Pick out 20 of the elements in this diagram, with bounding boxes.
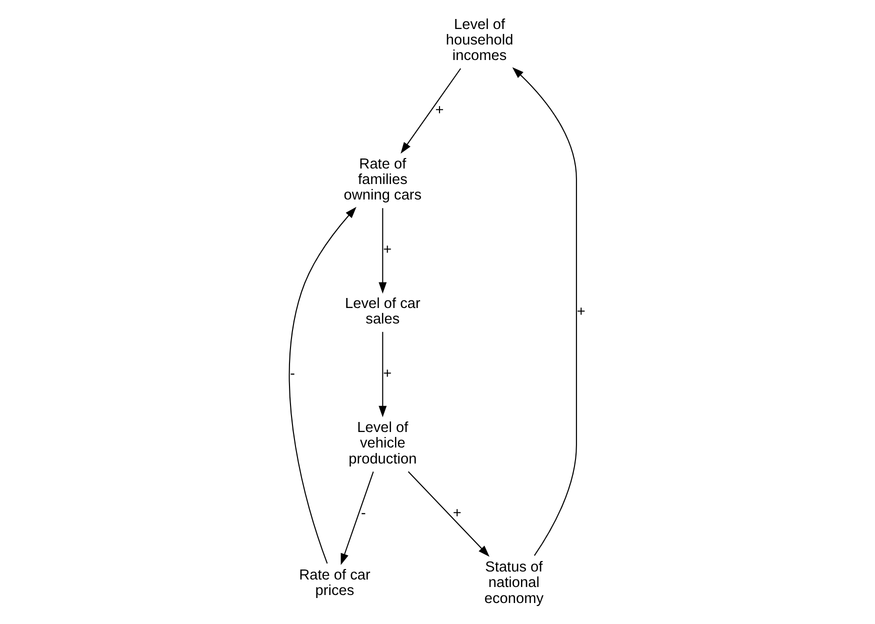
edge-label: + bbox=[435, 102, 444, 118]
node-text: Rate of car prices bbox=[299, 567, 370, 600]
arrow bbox=[400, 68, 462, 154]
arrow bbox=[512, 67, 577, 556]
edge-label: + bbox=[576, 304, 586, 320]
edge-label: - bbox=[360, 505, 366, 522]
arrow bbox=[340, 472, 374, 566]
arrow bbox=[408, 471, 490, 557]
edge-label: + bbox=[383, 366, 392, 382]
node-text: Level of household incomes bbox=[446, 16, 514, 64]
arrow bbox=[378, 332, 387, 418]
node-text: Rate of families owning cars bbox=[344, 156, 422, 204]
node-text: Level of vehicle production bbox=[348, 420, 417, 468]
arrow bbox=[288, 206, 356, 564]
edge-label: - bbox=[290, 366, 295, 382]
node-text: Level of car sales bbox=[344, 296, 420, 328]
arrow bbox=[378, 208, 387, 294]
edge-label: + bbox=[383, 242, 392, 258]
node-text: Status of national economy bbox=[484, 560, 544, 607]
edge-label: + bbox=[452, 505, 462, 522]
